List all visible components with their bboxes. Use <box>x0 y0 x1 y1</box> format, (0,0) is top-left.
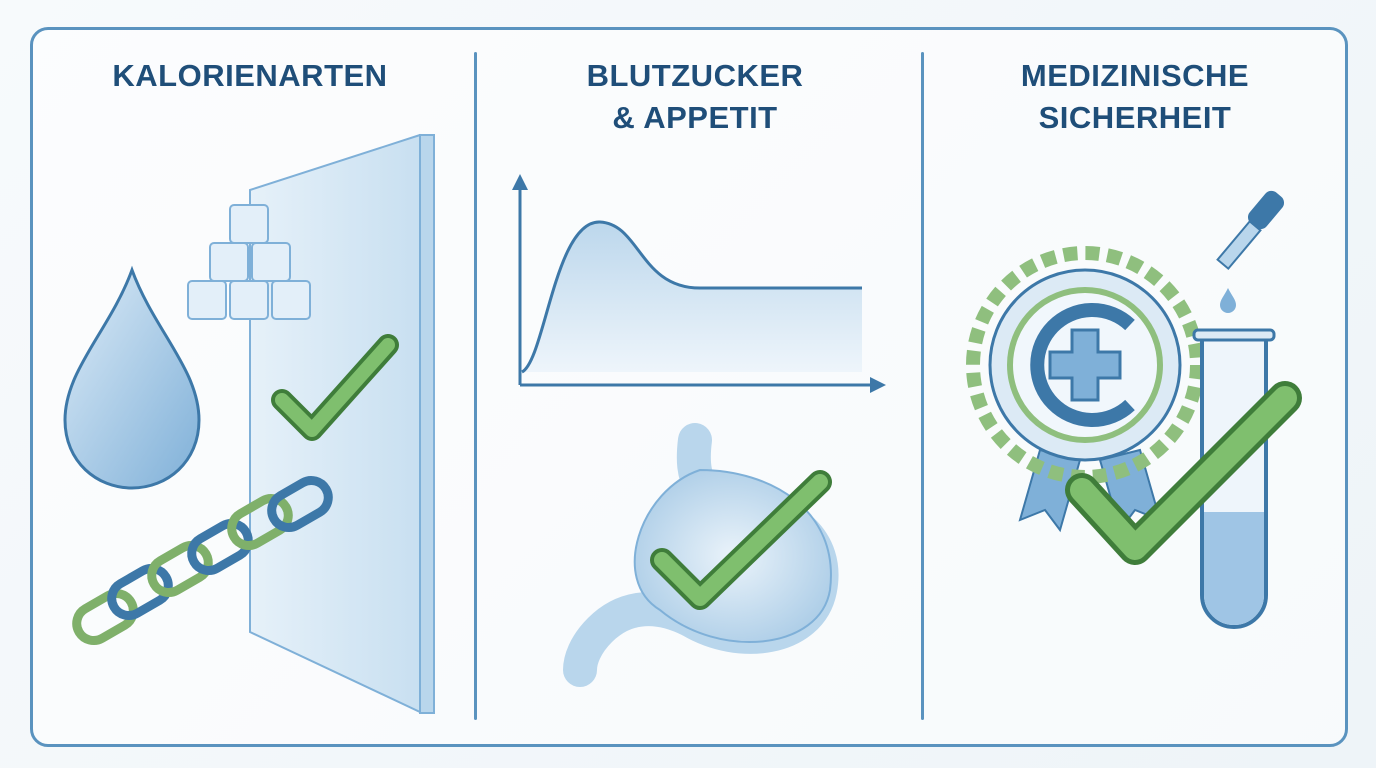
panel-divider <box>921 52 924 720</box>
title-line: & APPETIT <box>612 100 778 135</box>
medical-seal-icon <box>966 246 1204 533</box>
blood-sugar-curve-icon <box>512 174 886 393</box>
panel-title-medical-safety: MEDIZINISCHE SICHERHEIT <box>935 55 1335 139</box>
title-line: SICHERHEIT <box>1038 100 1232 135</box>
filter-wall-icon <box>249 133 435 714</box>
checkmark-icon <box>1070 386 1297 560</box>
title-line: KALORIENARTEN <box>112 58 388 93</box>
dropper-icon <box>1216 190 1285 313</box>
panel-divider <box>474 52 477 720</box>
chain-icon <box>72 476 333 645</box>
test-tube-icon <box>1192 328 1276 629</box>
stomach-icon <box>563 423 839 687</box>
panel-title-blood-sugar: BLUTZUCKER & APPETIT <box>490 55 900 139</box>
title-line: BLUTZUCKER <box>586 58 804 93</box>
water-drop-icon <box>63 265 201 490</box>
title-line: MEDIZINISCHE <box>1020 58 1250 93</box>
panel-title-calorie-types: KALORIENARTEN <box>50 55 450 97</box>
checkmark-icon <box>654 474 828 606</box>
sugar-cubes-icon <box>187 204 311 320</box>
